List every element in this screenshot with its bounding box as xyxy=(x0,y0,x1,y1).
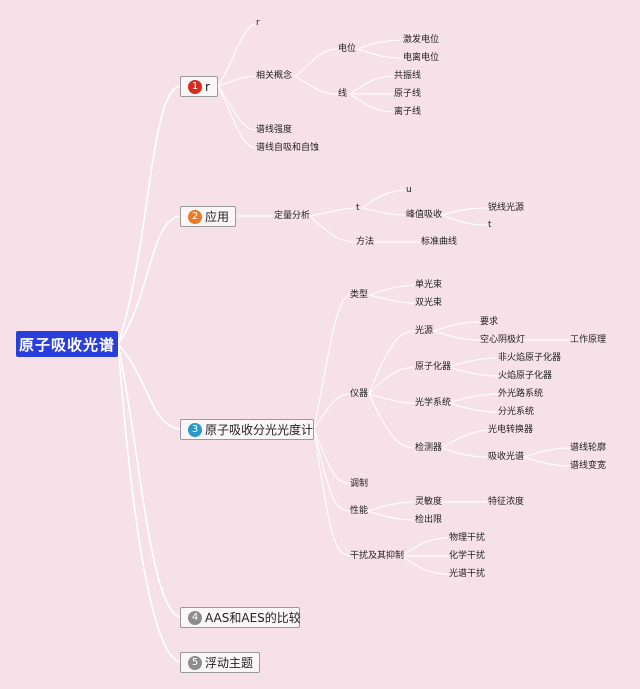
branch-5-topic[interactable]: 5 浮动主题 xyxy=(180,652,260,673)
topic-standard-curve[interactable]: 标准曲线 xyxy=(421,237,458,247)
topic-modulation[interactable]: 调制 xyxy=(350,479,369,489)
branch-2-label: 应用 xyxy=(205,210,230,224)
branch-1-topic[interactable]: 1 r xyxy=(180,76,218,97)
branch-4-label: AAS和AES的比较 xyxy=(205,611,301,625)
topic-absorption-spectrum[interactable]: 吸收光谱 xyxy=(488,452,525,462)
topic-hollow-cathode-lamp[interactable]: 空心阴极灯 xyxy=(480,335,526,345)
topic-physical-interference[interactable]: 物理干扰 xyxy=(449,533,486,543)
topic-line-profile[interactable]: 谱线轮廓 xyxy=(570,443,607,453)
topic-resonance-line[interactable]: 共振线 xyxy=(394,71,422,81)
topic-t[interactable]: t xyxy=(356,203,360,213)
topic-ion-line[interactable]: 离子线 xyxy=(394,107,422,117)
branch-3-label: 原子吸收分光光度计 xyxy=(205,423,314,437)
topic-type[interactable]: 类型 xyxy=(350,290,369,300)
topic-sensitivity[interactable]: 灵敏度 xyxy=(415,497,443,507)
topic-instrument[interactable]: 仪器 xyxy=(350,389,369,399)
topic-light-source[interactable]: 光源 xyxy=(415,326,434,336)
topic-peak-absorption[interactable]: 峰值吸收 xyxy=(406,210,443,220)
root-topic[interactable]: 原子吸收光谱 xyxy=(16,331,118,357)
topic-method[interactable]: 方法 xyxy=(356,237,375,247)
topic-flame-atomizer[interactable]: 火焰原子化器 xyxy=(498,371,553,381)
topic-single-beam[interactable]: 单光束 xyxy=(415,280,443,290)
topic-line-intensity[interactable]: 谱线强度 xyxy=(256,125,293,135)
topic-flameless-atomizer[interactable]: 非火焰原子化器 xyxy=(498,353,562,363)
topic-t-2[interactable]: t xyxy=(488,220,492,230)
topic-spectral-interference[interactable]: 光谱干扰 xyxy=(449,569,486,579)
topic-external-light-path[interactable]: 外光路系统 xyxy=(498,389,544,399)
edge-root-b2 xyxy=(117,215,181,345)
edge-root-b3 xyxy=(117,343,181,430)
topic-double-beam[interactable]: 双光束 xyxy=(415,298,443,308)
edge-root-b5 xyxy=(117,343,181,663)
topic-characteristic-concentration[interactable]: 特征浓度 xyxy=(488,497,525,507)
topic-r[interactable]: r xyxy=(256,18,260,28)
topic-atomizer[interactable]: 原子化器 xyxy=(415,362,452,372)
topic-detection-limit[interactable]: 检出限 xyxy=(415,515,443,525)
topic-line-broadening[interactable]: 谱线变宽 xyxy=(570,461,607,471)
topic-detector[interactable]: 检测器 xyxy=(415,443,443,453)
topic-atomic-line[interactable]: 原子线 xyxy=(394,89,422,99)
topic-excitation-potential[interactable]: 激发电位 xyxy=(403,35,440,45)
topic-photoelectric-converter[interactable]: 光电转换器 xyxy=(488,425,534,435)
branch-4-topic[interactable]: 4 AAS和AES的比较 xyxy=(180,607,301,628)
topic-related-concepts[interactable]: 相关概念 xyxy=(256,71,293,81)
edge-root-b1 xyxy=(117,85,181,345)
number-4-badge-icon: 4 xyxy=(188,610,202,625)
topic-self-absorption[interactable]: 谱线自吸和自蚀 xyxy=(256,143,320,153)
topic-performance[interactable]: 性能 xyxy=(350,506,369,516)
topic-sharp-line-source[interactable]: 锐线光源 xyxy=(488,203,525,213)
number-5-badge-icon: 5 xyxy=(188,655,202,670)
topic-working-principle[interactable]: 工作原理 xyxy=(570,335,607,345)
branch-3-topic[interactable]: 3 原子吸收分光光度计 xyxy=(180,419,314,440)
topic-line[interactable]: 线 xyxy=(338,89,348,99)
topic-chemical-interference[interactable]: 化学干扰 xyxy=(449,551,486,561)
number-1-badge-icon: 1 xyxy=(188,79,202,94)
branch-2-topic[interactable]: 2 应用 xyxy=(180,206,236,227)
branch-1-label: r xyxy=(205,79,210,94)
edge-root-b4 xyxy=(117,343,181,618)
number-2-badge-icon: 2 xyxy=(188,209,202,224)
topic-potential[interactable]: 电位 xyxy=(338,44,357,54)
branch-5-label: 浮动主题 xyxy=(205,656,254,670)
topic-requirements[interactable]: 要求 xyxy=(480,317,499,327)
topic-spectroscopic-system[interactable]: 分光系统 xyxy=(498,407,535,417)
number-3-badge-icon: 3 xyxy=(188,422,202,437)
topic-optical-system[interactable]: 光学系统 xyxy=(415,398,452,408)
topic-quantitative-analysis[interactable]: 定量分析 xyxy=(274,211,311,221)
topic-ionization-potential[interactable]: 电离电位 xyxy=(403,53,440,63)
topic-u[interactable]: u xyxy=(406,185,412,195)
topic-interference-suppression[interactable]: 干扰及其抑制 xyxy=(350,551,405,561)
